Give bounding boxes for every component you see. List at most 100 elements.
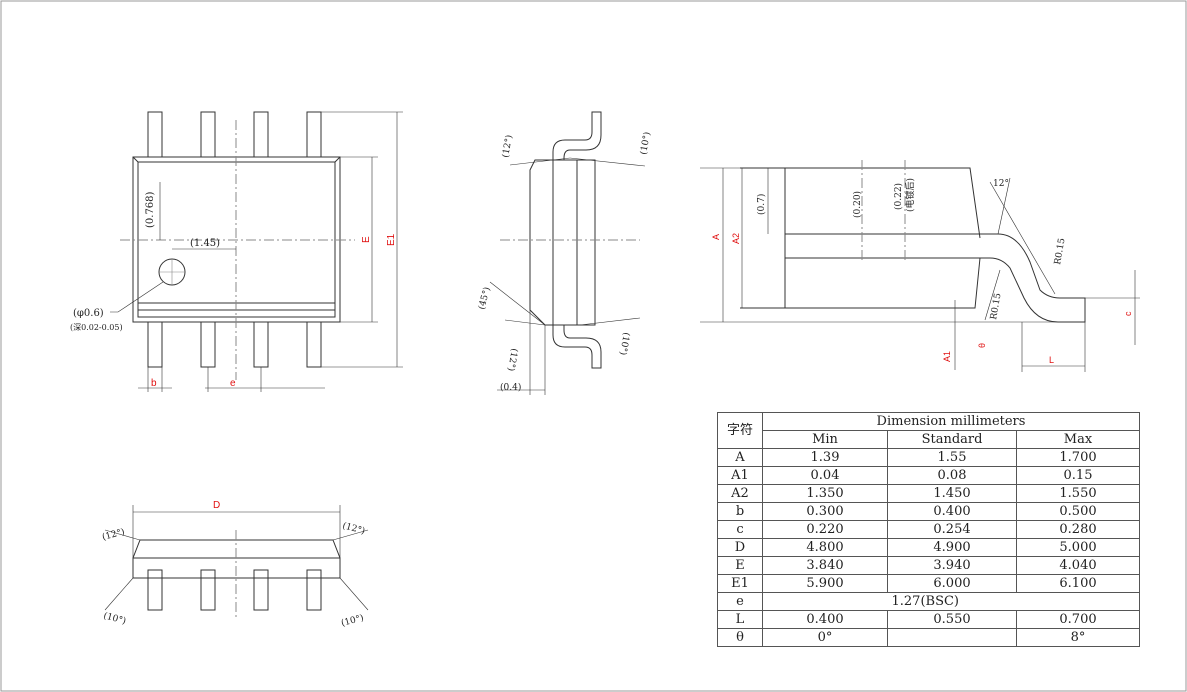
cell-max: 0.700	[1016, 610, 1140, 629]
bottom-view	[104, 505, 369, 620]
dim-phi06: (φ0.6)	[73, 308, 104, 319]
label-E: E	[361, 236, 372, 243]
group-header: Dimension millimeters	[762, 412, 1140, 431]
angle-10-top-right: (10°)	[638, 131, 653, 156]
label-c: c	[1123, 311, 1133, 316]
cell-std: 0.550	[887, 610, 1017, 629]
cell-min	[762, 592, 888, 611]
dim-0768: (0.768)	[145, 191, 156, 228]
cell-max: 0.280	[1016, 520, 1140, 539]
angle-10-right: (10°)	[340, 612, 365, 629]
cell-std: 0.400	[887, 502, 1017, 521]
cell-max: 0.500	[1016, 502, 1140, 521]
cell-sym: L	[717, 610, 763, 629]
dim-07: (0.7)	[756, 194, 767, 215]
bottom-view-labels: D (12°) (12°) (10°) (10°)	[101, 500, 366, 629]
top-view	[110, 111, 403, 392]
cell-std: 4.900	[887, 538, 1017, 557]
dim-depth: (深0.02-0.05)	[70, 323, 123, 332]
cell-min: 4.800	[762, 538, 888, 557]
profile-view	[700, 160, 1140, 372]
profile-view-labels: (0.7) (0.20) (0.22) (电镀后) 12° R0.15 R0.1…	[711, 178, 1133, 365]
cell-min: 0.300	[762, 502, 888, 521]
cell-min: 1.39	[762, 448, 888, 467]
dim-145: (1.45)	[190, 238, 220, 249]
cell-sym: θ	[717, 628, 763, 647]
label-e: e	[230, 378, 236, 389]
cell-max	[1016, 592, 1140, 611]
angle-10-left: (10°)	[102, 610, 127, 627]
col-std-header: Standard	[887, 430, 1017, 449]
cell-std: 1.55	[887, 448, 1017, 467]
cell-sym: E1	[717, 574, 763, 593]
cell-std: 6.000	[887, 574, 1017, 593]
angle-12-bottom-left: (12°)	[505, 347, 520, 372]
cell-std: 1.450	[887, 484, 1017, 503]
cell-sym: D	[717, 538, 763, 557]
col-max-header: Max	[1016, 430, 1140, 449]
angle-10-bottom-right: (10°)	[617, 331, 632, 356]
angle-12-top-left: (12°)	[500, 134, 515, 159]
radius-lower: R0.15	[989, 292, 1004, 320]
label-A1: A1	[942, 351, 952, 362]
cell-sym: c	[717, 520, 763, 539]
cell-std: 3.940	[887, 556, 1017, 575]
label-b: b	[151, 378, 157, 389]
angle-12-profile: 12°	[993, 179, 1009, 189]
cell-max: 6.100	[1016, 574, 1140, 593]
cell-sym: E	[717, 556, 763, 575]
table-row: e 1.27(BSC)	[717, 592, 1140, 611]
label-E1: E1	[386, 233, 397, 246]
cell-max: 1.700	[1016, 448, 1140, 467]
cell-max: 1.550	[1016, 484, 1140, 503]
cell-min: 0°	[762, 628, 888, 647]
cell-min: 0.400	[762, 610, 888, 629]
cell-max: 4.040	[1016, 556, 1140, 575]
label-A: A	[711, 234, 721, 240]
label-theta: θ	[977, 343, 987, 348]
cell-sym: A1	[717, 466, 763, 485]
cell-min: 0.220	[762, 520, 888, 539]
cell-min: 3.840	[762, 556, 888, 575]
cell-min: 0.04	[762, 466, 888, 485]
dimension-table: 字符 Dimension millimeters Min Standard Ma…	[717, 412, 1140, 647]
dim-020: (0.20)	[852, 191, 863, 218]
cell-max: 5.000	[1016, 538, 1140, 557]
angle-45: (45°)	[476, 286, 493, 311]
dim-04: (0.4)	[500, 382, 521, 393]
radius-upper: R0.15	[1053, 237, 1068, 265]
cell-sym: A	[717, 448, 763, 467]
cell-min: 5.900	[762, 574, 888, 593]
dim-022: (0.22)	[893, 183, 904, 210]
label-L: L	[1049, 355, 1054, 365]
top-view-labels: (0.768) (1.45) (φ0.6) (深0.02-0.05) b e E…	[70, 191, 397, 389]
cell-std: 0.254	[887, 520, 1017, 539]
symbol-header: 字符	[717, 412, 763, 449]
label-D: D	[213, 500, 220, 511]
side-view	[489, 111, 646, 395]
cell-sym: A2	[717, 484, 763, 503]
cell-max: 0.15	[1016, 466, 1140, 485]
cell-std: 0.08	[887, 466, 1017, 485]
cell-max: 8°	[1016, 628, 1140, 647]
cell-std: 1.27(BSC)	[887, 592, 1017, 611]
cell-sym: e	[717, 592, 763, 611]
cell-min: 1.350	[762, 484, 888, 503]
side-view-labels: (12°) (10°) (45°) (12°) (10°) (0.4)	[476, 131, 653, 393]
cell-std	[887, 628, 1017, 647]
cell-sym: b	[717, 502, 763, 521]
label-A2: A2	[731, 233, 741, 244]
col-min-header: Min	[762, 430, 888, 449]
